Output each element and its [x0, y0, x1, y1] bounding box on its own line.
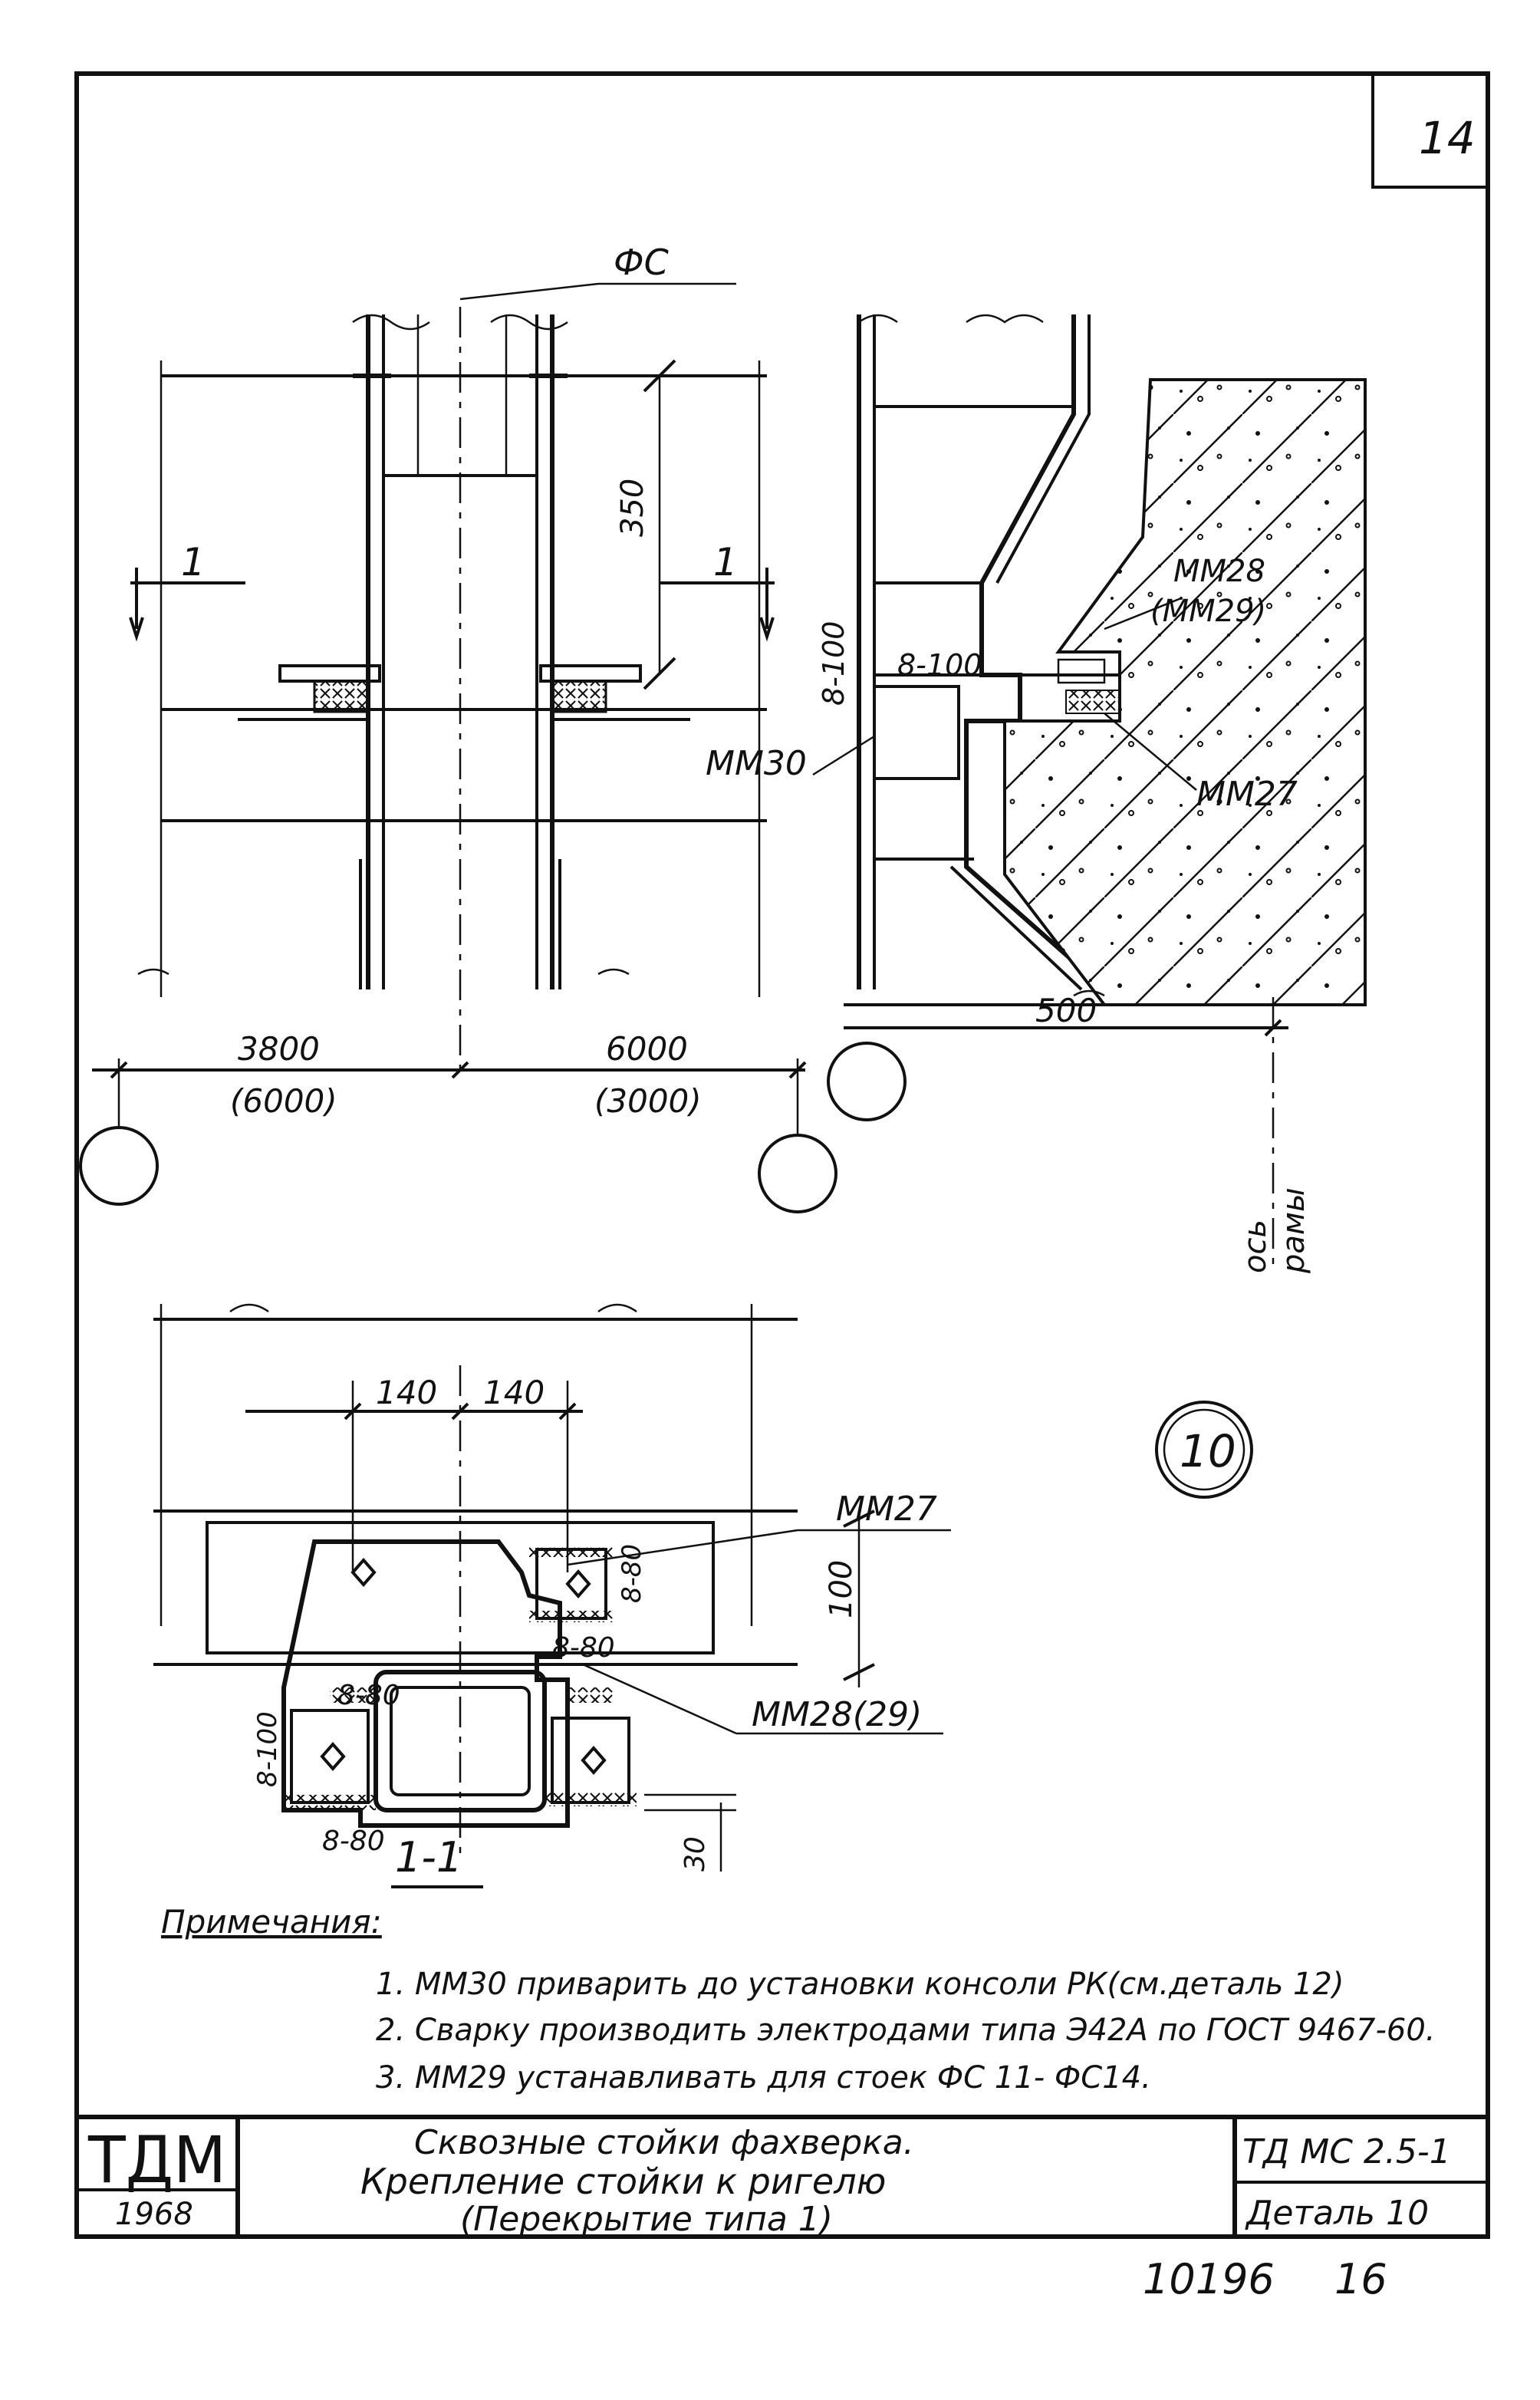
dim-6000-paren: (6000)	[230, 1082, 337, 1120]
label-mm29: (ММ29)	[1150, 594, 1266, 629]
page-number: 16	[1334, 2255, 1387, 2303]
weld-8-100-vertical: 8-100	[817, 621, 851, 706]
weld-8-80-b: 8-80	[552, 1632, 615, 1664]
label-mm28: ММ28	[1173, 554, 1265, 589]
title-block-frame	[77, 2115, 1488, 2237]
weld-8-80-d: 8-80	[322, 1826, 385, 1857]
weld-8-100: 8-100	[897, 648, 982, 682]
weld-8-80-a: 8-80	[617, 1544, 647, 1603]
sheet-frame	[74, 71, 1490, 2239]
detail-number: 10	[1180, 1425, 1236, 1477]
title-year: 1968	[115, 2197, 193, 2232]
label-mm28-29-section: ММ28(29)	[752, 1695, 922, 1734]
grid-axis-bubble-left	[79, 1126, 159, 1206]
sheet-number: 14	[1419, 112, 1476, 164]
note-item-2: 2. Сварку производить электродами типа Э…	[376, 2013, 1436, 2048]
label-mm27-section: ММ27	[836, 1490, 937, 1529]
axis-frame-line1: ось	[1238, 1220, 1273, 1273]
dim-140-right: 140	[483, 1374, 545, 1411]
dim-3800: 3800	[238, 1030, 320, 1068]
axis-frame-line2: рамы	[1276, 1187, 1311, 1274]
front-elevation	[129, 282, 775, 1074]
section-mark-left: 1	[181, 540, 206, 584]
note-item-1: 1. ММ30 приварить до установки консоли Р…	[376, 1967, 1344, 2002]
title-line-1: Сквозные стойки фахверка.	[414, 2123, 914, 2162]
doc-code: ТД МС 2.5-1	[1242, 2132, 1451, 2171]
label-mm30: ММ30	[706, 744, 807, 783]
side-section	[812, 314, 1367, 1273]
section-mark-right: 1	[713, 540, 738, 584]
detail-circle-outer	[1155, 1401, 1253, 1499]
weld-8-80-c: 8-80	[337, 1680, 400, 1711]
archive-number: 10196	[1143, 2255, 1275, 2303]
dim-3000-paren: (3000)	[594, 1082, 702, 1120]
notes-heading: Примечания:	[161, 1903, 382, 1941]
detail-circle-inner	[1163, 1408, 1245, 1491]
dim-100: 100	[824, 1560, 859, 1618]
detail-label: Деталь 10	[1245, 2194, 1429, 2233]
dim-140-left: 140	[376, 1374, 437, 1411]
note-item-3: 3. ММ29 устанавливать для стоек ФС 11- Ф…	[376, 2060, 1151, 2095]
section-title: 1-1	[395, 1833, 462, 1881]
title-line-2: Крепление стойки к ригелю	[360, 2161, 886, 2202]
section-1-1	[153, 1303, 951, 1888]
label-mm27: ММ27	[1196, 775, 1298, 814]
dim-350: 350	[615, 479, 650, 537]
title-line-3: (Перекрытие типа 1)	[460, 2200, 833, 2239]
label-fs: ФС	[614, 242, 669, 283]
dim-6000: 6000	[606, 1030, 688, 1068]
grid-axis-bubble-right	[758, 1134, 837, 1213]
logo-tdm: ТДМ	[87, 2122, 226, 2198]
dimension-line-bottom	[92, 1058, 807, 1135]
weld-8-100-section: 8-100	[252, 1711, 283, 1787]
grid-axis-bubble-side	[827, 1042, 907, 1121]
dim-30: 30	[680, 1836, 711, 1872]
dim-500: 500	[1035, 992, 1097, 1029]
